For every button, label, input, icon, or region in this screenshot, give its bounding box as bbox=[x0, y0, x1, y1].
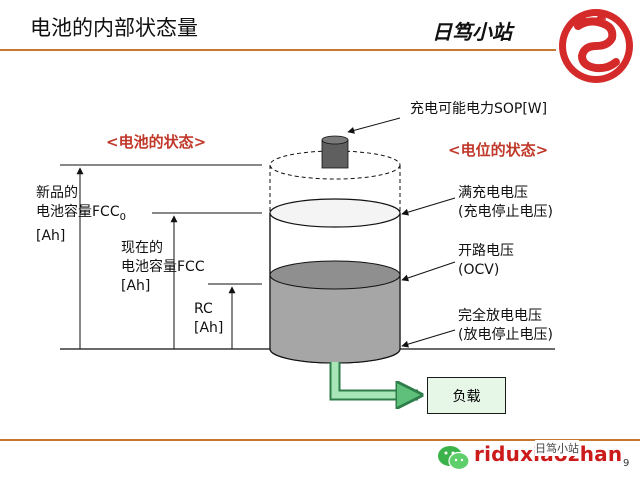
empty-voltage-label: 完全放电电压 (放电停止电压) bbox=[458, 307, 553, 345]
page-number: 9 bbox=[623, 458, 630, 469]
fcc0-label: 新品的 电池容量FCC0 [Ah] bbox=[36, 184, 126, 246]
wechat-icon bbox=[438, 446, 470, 471]
ocv-label: 开路电压 (OCV) bbox=[458, 242, 514, 280]
full-charge-rim bbox=[269, 198, 401, 228]
fcc0-label-line1: 新品的 bbox=[36, 185, 78, 201]
rc-unit: [Ah] bbox=[194, 320, 224, 336]
potential-state-title: <电位的状态> bbox=[448, 141, 549, 159]
load-pipe bbox=[329, 362, 418, 401]
slide-title: 电池的内部状态量 bbox=[30, 16, 198, 40]
full-charge-voltage-label: 满充电电压 (充电停止电压) bbox=[458, 184, 553, 222]
empty-voltage-line1: 完全放电电压 bbox=[458, 308, 542, 324]
fcc-label-line2: 电池容量FCC bbox=[121, 259, 205, 275]
watermark-small-text: 日笃小站 bbox=[535, 440, 579, 456]
tank-liquid bbox=[270, 275, 400, 363]
rc-label-line1: RC bbox=[194, 301, 213, 317]
sop-cap bbox=[321, 139, 349, 169]
top-divider bbox=[0, 49, 556, 51]
empty-voltage-pointer bbox=[401, 329, 456, 348]
dragon-logo-icon bbox=[559, 9, 633, 83]
fcc0-label-line2: 电池容量FCC bbox=[36, 204, 120, 220]
load-label: 负载 bbox=[452, 388, 481, 405]
fcc0-unit: [Ah] bbox=[36, 227, 66, 244]
full-voltage-pointer bbox=[401, 197, 456, 216]
bottom-divider bbox=[0, 439, 640, 441]
liquid-surface bbox=[269, 260, 401, 290]
fcc0-subscript: 0 bbox=[119, 211, 126, 223]
full-charge-voltage-line2: (充电停止电压) bbox=[458, 204, 553, 220]
full-charge-voltage-line1: 满充电电压 bbox=[458, 185, 528, 201]
fcc-label: 现在的 电池容量FCC [Ah] bbox=[121, 239, 205, 296]
sop-label: 充电可能电力SOP[W] bbox=[410, 101, 548, 117]
sop-pointer bbox=[347, 117, 401, 134]
battery-state-title: <电池的状态> bbox=[106, 133, 207, 151]
empty-voltage-line2: (放电停止电压) bbox=[458, 327, 553, 343]
ocv-pointer bbox=[401, 261, 456, 282]
rc-label: RC [Ah] bbox=[194, 300, 223, 338]
load-box: 负载 bbox=[427, 377, 506, 414]
ocv-line2: (OCV) bbox=[458, 262, 500, 278]
ocv-line1: 开路电压 bbox=[458, 243, 514, 259]
brand-name: 日笃小站 bbox=[432, 20, 512, 44]
fcc-label-line1: 现在的 bbox=[121, 240, 163, 256]
fcc-unit: [Ah] bbox=[121, 278, 151, 294]
